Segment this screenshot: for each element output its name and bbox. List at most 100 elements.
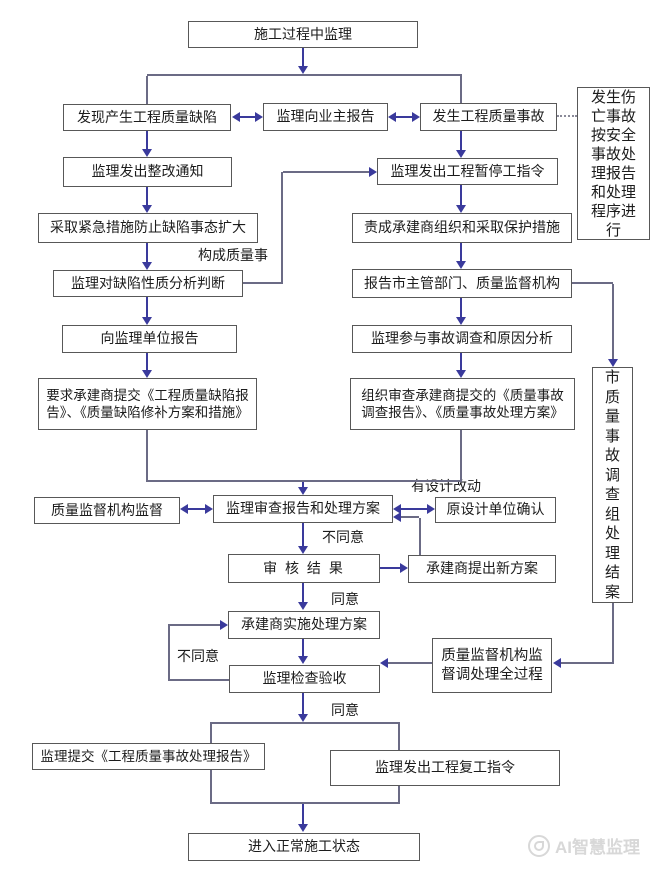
- flow-line: [398, 724, 400, 750]
- node-suspend-order: 监理发出工程暂停工指令: [377, 158, 558, 185]
- node-label: 质量监督机构监督调处理全过程: [441, 647, 543, 683]
- node-check-result: 审 核 结 果: [228, 554, 380, 583]
- edge-label-design-change: 有设计改动: [411, 478, 481, 494]
- watermark-logo-icon: [528, 834, 550, 857]
- arrowhead-down: [456, 370, 466, 378]
- arrowhead-right: [400, 563, 408, 573]
- flow-line: [460, 353, 462, 370]
- node-label: 监理向业主报告: [276, 108, 375, 125]
- node-label: 监理发出整改通知: [91, 163, 204, 180]
- node-label: 监理发出工程暂停工指令: [390, 162, 545, 179]
- arrowhead-left: [380, 658, 388, 668]
- node-report-authority: 报告市主管部门、质量监督机构: [352, 269, 572, 298]
- edge-label-constitute-accident: 构成质量事: [198, 247, 268, 263]
- flow-line: [612, 603, 614, 664]
- node-label: 审 核 结 果: [263, 559, 345, 576]
- edge-label-disagree-review: 不同意: [322, 529, 364, 545]
- arrowhead-down: [142, 205, 152, 213]
- node-start: 施工过程中监理: [188, 21, 418, 48]
- node-label: 发生工程质量事故: [432, 108, 545, 125]
- arrowhead-left: [180, 504, 188, 514]
- flow-line: [302, 48, 304, 66]
- flow-line: [460, 76, 462, 103]
- node-defect-found: 发现产生工程质量缺陷: [63, 104, 231, 131]
- arrowhead-right: [220, 620, 228, 630]
- node-label: 向监理单位报告: [100, 330, 199, 347]
- flow-line: [170, 624, 220, 626]
- node-label: 承建商实施处理方案: [241, 616, 367, 633]
- node-report-owner: 监理向业主报告: [263, 103, 388, 131]
- node-label: 承建商提出新方案: [426, 560, 538, 577]
- arrowhead-right: [412, 112, 420, 122]
- node-label: 采取紧急措施防止缺陷事态扩大: [50, 219, 246, 236]
- node-label: 发生伤亡事故按安全事故处理报告和处理程序进行: [590, 88, 636, 239]
- flow-line: [388, 662, 432, 664]
- flow-line: [168, 624, 170, 681]
- node-label: 监理对缺陷性质分析判断: [71, 274, 225, 291]
- node-emergency-measures: 采取紧急措施防止缺陷事态扩大: [38, 213, 258, 243]
- node-label: 监理提交《工程质量事故处理报告》: [40, 748, 257, 764]
- node-investigate: 监理参与事故调查和原因分析: [352, 325, 572, 353]
- node-label: 监理发出工程复工指令: [375, 759, 515, 776]
- arrowhead-left: [388, 112, 396, 122]
- node-label: 监理审查报告和处理方案: [226, 500, 380, 517]
- flow-line: [396, 116, 412, 118]
- arrowhead-down: [298, 824, 308, 832]
- arrowhead-right: [255, 112, 263, 122]
- node-new-plan: 承建商提出新方案: [408, 555, 556, 583]
- node-label: 报告市主管部门、质量监督机构: [364, 274, 560, 291]
- flow-line: [146, 297, 148, 317]
- flow-line: [210, 802, 400, 804]
- node-normal-state: 进入正常施工状态: [188, 833, 420, 861]
- arrowhead-down: [456, 150, 466, 158]
- flow-line: [401, 516, 419, 518]
- node-label: 施工过程中监理: [254, 25, 352, 42]
- flow-line: [398, 786, 400, 803]
- arrowhead-down: [298, 602, 308, 610]
- node-label: 原设计单位确认: [446, 501, 545, 518]
- flow-line: [302, 583, 304, 602]
- flow-line: [460, 185, 462, 205]
- node-accident: 发生工程质量事故: [420, 103, 557, 131]
- node-label: 进入正常施工状态: [248, 838, 360, 855]
- flow-line: [147, 74, 462, 76]
- arrowhead-right: [369, 167, 377, 177]
- node-qs-whole-process: 质量监督机构监督调处理全过程: [432, 638, 552, 693]
- edge-label-agree-acceptance: 同意: [331, 702, 359, 718]
- arrowhead-down: [608, 359, 618, 367]
- flow-line: [210, 724, 212, 743]
- flow-line: [146, 243, 148, 262]
- flow-line: [302, 523, 304, 547]
- arrowhead-right: [205, 504, 213, 514]
- flow-line: [210, 722, 400, 724]
- flow-line: [401, 508, 427, 510]
- flow-line-dotted: [557, 115, 577, 117]
- watermark: AI智慧监理: [528, 833, 640, 858]
- node-acceptance: 监理检查验收: [229, 665, 380, 693]
- arrowhead-right: [427, 504, 435, 514]
- flow-line: [302, 693, 304, 714]
- arrowhead-left: [393, 512, 401, 522]
- flow-line: [460, 430, 462, 481]
- arrowhead-down: [142, 149, 152, 157]
- flow-line: [419, 518, 421, 555]
- node-label: 责成承建商组织和采取保护措施: [364, 219, 560, 236]
- arrowhead-down: [456, 261, 466, 269]
- node-label: 监理检查验收: [262, 670, 347, 687]
- edge-label-disagree-acceptance: 不同意: [177, 648, 219, 664]
- arrowhead-down: [298, 656, 308, 664]
- node-label: 质量监督机构监督: [51, 501, 163, 518]
- flow-line: [302, 804, 304, 824]
- node-review-plan: 监理审查报告和处理方案: [213, 495, 393, 523]
- flow-line: [240, 116, 255, 118]
- node-implement-plan: 承建商实施处理方案: [228, 611, 380, 639]
- flow-line: [188, 508, 205, 510]
- watermark-text: AI智慧监理: [555, 838, 640, 857]
- node-label: 要求承建商提交《工程质量缺陷报告》、《质量缺陷修补方案和措施》: [46, 387, 249, 420]
- arrowhead-down: [298, 487, 308, 495]
- node-submit-report: 监理提交《工程质量事故处理报告》: [32, 743, 265, 770]
- flow-line: [460, 243, 462, 261]
- node-label: 组织审查承建商提交的《质量事故调查报告》、《质量事故处理方案》: [361, 387, 564, 420]
- flow-line: [146, 480, 462, 482]
